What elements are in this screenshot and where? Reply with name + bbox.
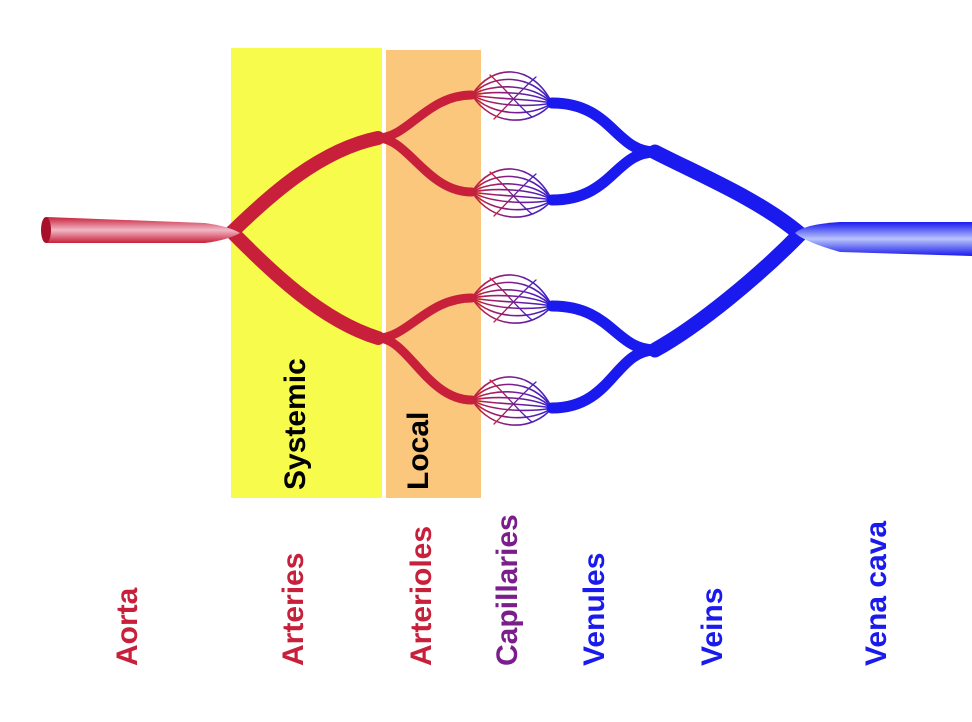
capillary-3-5 bbox=[471, 297, 553, 307]
capillary-4-3 bbox=[471, 391, 553, 409]
arteries-label: Arteries bbox=[277, 552, 310, 666]
aorta-opening bbox=[41, 217, 51, 243]
capillary-3-3 bbox=[471, 289, 553, 307]
capillary-2-6 bbox=[471, 191, 553, 204]
venous-vessels bbox=[546, 97, 808, 414]
capillary-3-7 bbox=[471, 297, 553, 317]
capillary-link-2-a bbox=[489, 171, 533, 215]
vena-cava-label: Vena cava bbox=[860, 520, 893, 666]
arteriole-2 bbox=[373, 133, 477, 197]
capillary-3-1 bbox=[471, 274, 553, 307]
capillary-1-3 bbox=[471, 86, 553, 104]
capillary-1-2 bbox=[471, 78, 553, 104]
capillary-1-6 bbox=[471, 94, 553, 107]
capillary-link-3-a bbox=[489, 277, 533, 321]
capillary-4-8 bbox=[471, 399, 553, 426]
capillary-4-1 bbox=[471, 376, 553, 409]
arteriole-1 bbox=[373, 90, 477, 143]
capillary-4-5 bbox=[471, 399, 553, 409]
aorta-label: Aorta bbox=[111, 587, 144, 666]
capillary-beds bbox=[471, 71, 553, 426]
capillary-link-2-b bbox=[493, 173, 537, 217]
arterial-vessels bbox=[225, 90, 477, 405]
capillary-link-4-a bbox=[489, 379, 533, 423]
capillary-1-4 bbox=[471, 91, 553, 104]
venules-label: Venules bbox=[578, 552, 611, 666]
capillary-2-4 bbox=[471, 188, 553, 201]
capillary-4-4 bbox=[471, 396, 553, 409]
vein-lower bbox=[647, 226, 808, 358]
capillary-1-8 bbox=[471, 94, 553, 121]
capillary-1-5 bbox=[471, 94, 553, 104]
aorta-vessel bbox=[46, 217, 240, 243]
capillary-1-7 bbox=[471, 94, 553, 114]
capillary-2-7 bbox=[471, 191, 553, 211]
capillary-2-5 bbox=[471, 191, 553, 201]
vein-upper bbox=[647, 144, 808, 242]
capillary-3-8 bbox=[471, 297, 553, 324]
venule-1 bbox=[546, 97, 661, 158]
capillary-1-1 bbox=[471, 71, 553, 104]
capillary-4-7 bbox=[471, 399, 553, 419]
arterioles-label: Arterioles bbox=[405, 525, 438, 666]
capillary-2-8 bbox=[471, 191, 553, 218]
vena-cava-vessel bbox=[795, 222, 972, 256]
venule-3 bbox=[546, 300, 661, 356]
veins-label: Veins bbox=[696, 587, 729, 666]
capillary-4-6 bbox=[471, 399, 553, 412]
capillary-2-2 bbox=[471, 175, 553, 201]
capillary-3-4 bbox=[471, 294, 553, 307]
capillary-2-1 bbox=[471, 168, 553, 201]
capillary-2-3 bbox=[471, 183, 553, 201]
arteriole-4 bbox=[373, 333, 477, 405]
capillary-3-6 bbox=[471, 297, 553, 310]
capillaries-label: Capillaries bbox=[491, 514, 524, 666]
capillary-link-4-b bbox=[493, 381, 537, 425]
capillary-4-2 bbox=[471, 383, 553, 409]
arteriole-3 bbox=[373, 293, 477, 343]
systemic-zone-label: Systemic bbox=[279, 358, 312, 490]
venule-2 bbox=[546, 146, 661, 206]
venule-4 bbox=[546, 344, 661, 414]
capillary-link-1-a bbox=[489, 74, 533, 118]
systemic-zone bbox=[231, 48, 382, 498]
capillary-link-3-b bbox=[493, 279, 537, 323]
capillary-link-1-b bbox=[493, 76, 537, 120]
capillary-3-2 bbox=[471, 281, 553, 307]
artery-lower bbox=[225, 225, 385, 345]
local-zone-label: Local bbox=[402, 411, 435, 490]
artery-upper bbox=[225, 131, 385, 239]
